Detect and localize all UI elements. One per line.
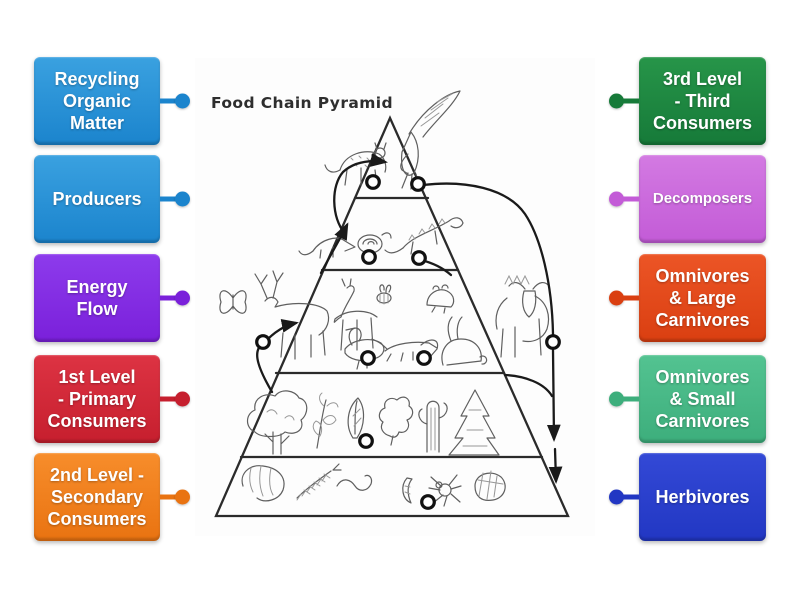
connector-dot xyxy=(175,290,190,306)
label-recycling-organic-matter[interactable]: Recycling Organic Matter xyxy=(34,57,190,145)
answer-dot[interactable] xyxy=(545,334,561,350)
label-producers[interactable]: Producers xyxy=(34,155,190,243)
label-connector xyxy=(609,489,639,505)
connector-dot xyxy=(609,489,624,505)
label-text: Recycling Organic Matter xyxy=(54,68,140,134)
answer-dot[interactable] xyxy=(411,250,427,266)
answer-dot[interactable] xyxy=(358,433,374,449)
label-third-level-third-consumers[interactable]: 3rd Level - Third Consumers xyxy=(609,57,766,145)
label-connector xyxy=(609,290,639,306)
label-omnivores-large-carnivores[interactable]: Omnivores & Large Carnivores xyxy=(609,254,766,342)
label-decomposers[interactable]: Decomposers xyxy=(609,155,766,243)
answer-dot[interactable] xyxy=(360,350,376,366)
connector-stem xyxy=(623,98,639,104)
tier4-sketch xyxy=(246,389,500,456)
tier5-sketch xyxy=(241,463,506,507)
connector-stem xyxy=(623,494,639,500)
answer-dot[interactable] xyxy=(416,350,432,366)
label-connector xyxy=(160,489,190,505)
label-connector xyxy=(160,290,190,306)
connector-stem xyxy=(623,295,639,301)
label-text: Omnivores & Small Carnivores xyxy=(655,366,750,432)
label-herbivores[interactable]: Herbivores xyxy=(609,453,766,541)
label-text: Omnivores & Large Carnivores xyxy=(655,265,750,331)
label-omnivores-small-carnivores[interactable]: Omnivores & Small Carnivores xyxy=(609,355,766,443)
connector-stem xyxy=(160,295,176,301)
label-connector xyxy=(160,391,190,407)
connector-dot xyxy=(175,191,190,207)
label-connector xyxy=(160,93,190,109)
label-text: Herbivores xyxy=(655,486,750,507)
tier2-sketch xyxy=(298,217,464,259)
connector-stem xyxy=(160,98,176,104)
answer-dot[interactable] xyxy=(361,249,377,265)
label-connector xyxy=(609,391,639,407)
connector-stem xyxy=(623,396,639,402)
connector-dot xyxy=(609,93,624,109)
tier3-sketch xyxy=(219,270,550,370)
answer-dot[interactable] xyxy=(255,334,271,350)
connector-stem xyxy=(623,196,639,202)
label-text: Energy Flow xyxy=(66,276,128,319)
label-text: 3rd Level - Third Consumers xyxy=(652,68,753,134)
connector-stem xyxy=(160,196,176,202)
label-first-level-primary-consumers[interactable]: 1st Level - Primary Consumers xyxy=(34,355,190,443)
diagram-title: Food Chain Pyramid xyxy=(211,94,393,112)
answer-dot[interactable] xyxy=(420,494,436,510)
connector-dot xyxy=(175,93,190,109)
food-chain-pyramid-image: Food Chain Pyramid xyxy=(195,58,595,536)
connector-dot xyxy=(609,290,624,306)
answer-dot[interactable] xyxy=(410,176,426,192)
label-connector xyxy=(609,191,639,207)
label-connector xyxy=(609,93,639,109)
pyramid-outline xyxy=(214,115,570,518)
connector-stem xyxy=(160,396,176,402)
connector-dot xyxy=(609,191,624,207)
label-text: Producers xyxy=(52,188,142,209)
connector-stem xyxy=(160,494,176,500)
answer-dots xyxy=(255,174,561,510)
label-energy-flow[interactable]: Energy Flow xyxy=(34,254,190,342)
label-text: 1st Level - Primary Consumers xyxy=(47,366,147,432)
connector-dot xyxy=(609,391,624,407)
label-text: 2nd Level - Secondary Consumers xyxy=(47,464,147,530)
connector-dot xyxy=(175,391,190,407)
label-second-level-secondary-consumers[interactable]: 2nd Level - Secondary Consumers xyxy=(34,453,190,541)
label-text: Decomposers xyxy=(652,189,753,207)
answer-dot[interactable] xyxy=(365,174,381,190)
connector-dot xyxy=(175,489,190,505)
label-connector xyxy=(160,191,190,207)
